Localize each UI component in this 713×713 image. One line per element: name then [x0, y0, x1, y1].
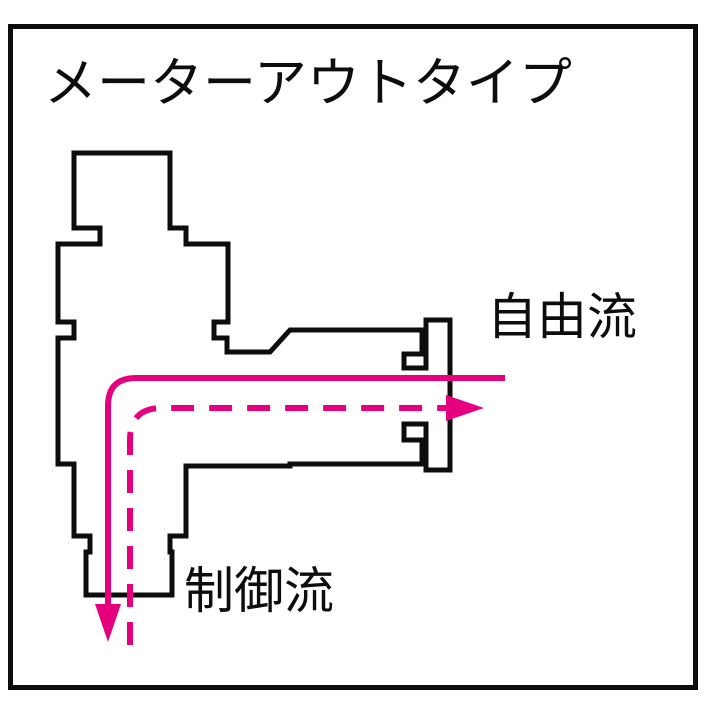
valve-body-outline [55, 150, 453, 598]
free-flow-path [95, 375, 505, 642]
controlled-flow-label: 制御流 [184, 562, 334, 620]
free-flow-label: 自由流 [487, 288, 637, 346]
controlled-flow-right-arrowhead [446, 395, 484, 421]
controlled-flow-path [127, 395, 484, 645]
diagram-title: メーターアウトタイプ [44, 53, 572, 114]
body-profile-path [55, 150, 453, 598]
diagram-frame-border [8, 24, 698, 690]
free-flow-down-arrowhead [95, 604, 121, 642]
controlled-flow-dashed-line [127, 405, 452, 645]
free-flow-solid-line [105, 375, 505, 612]
